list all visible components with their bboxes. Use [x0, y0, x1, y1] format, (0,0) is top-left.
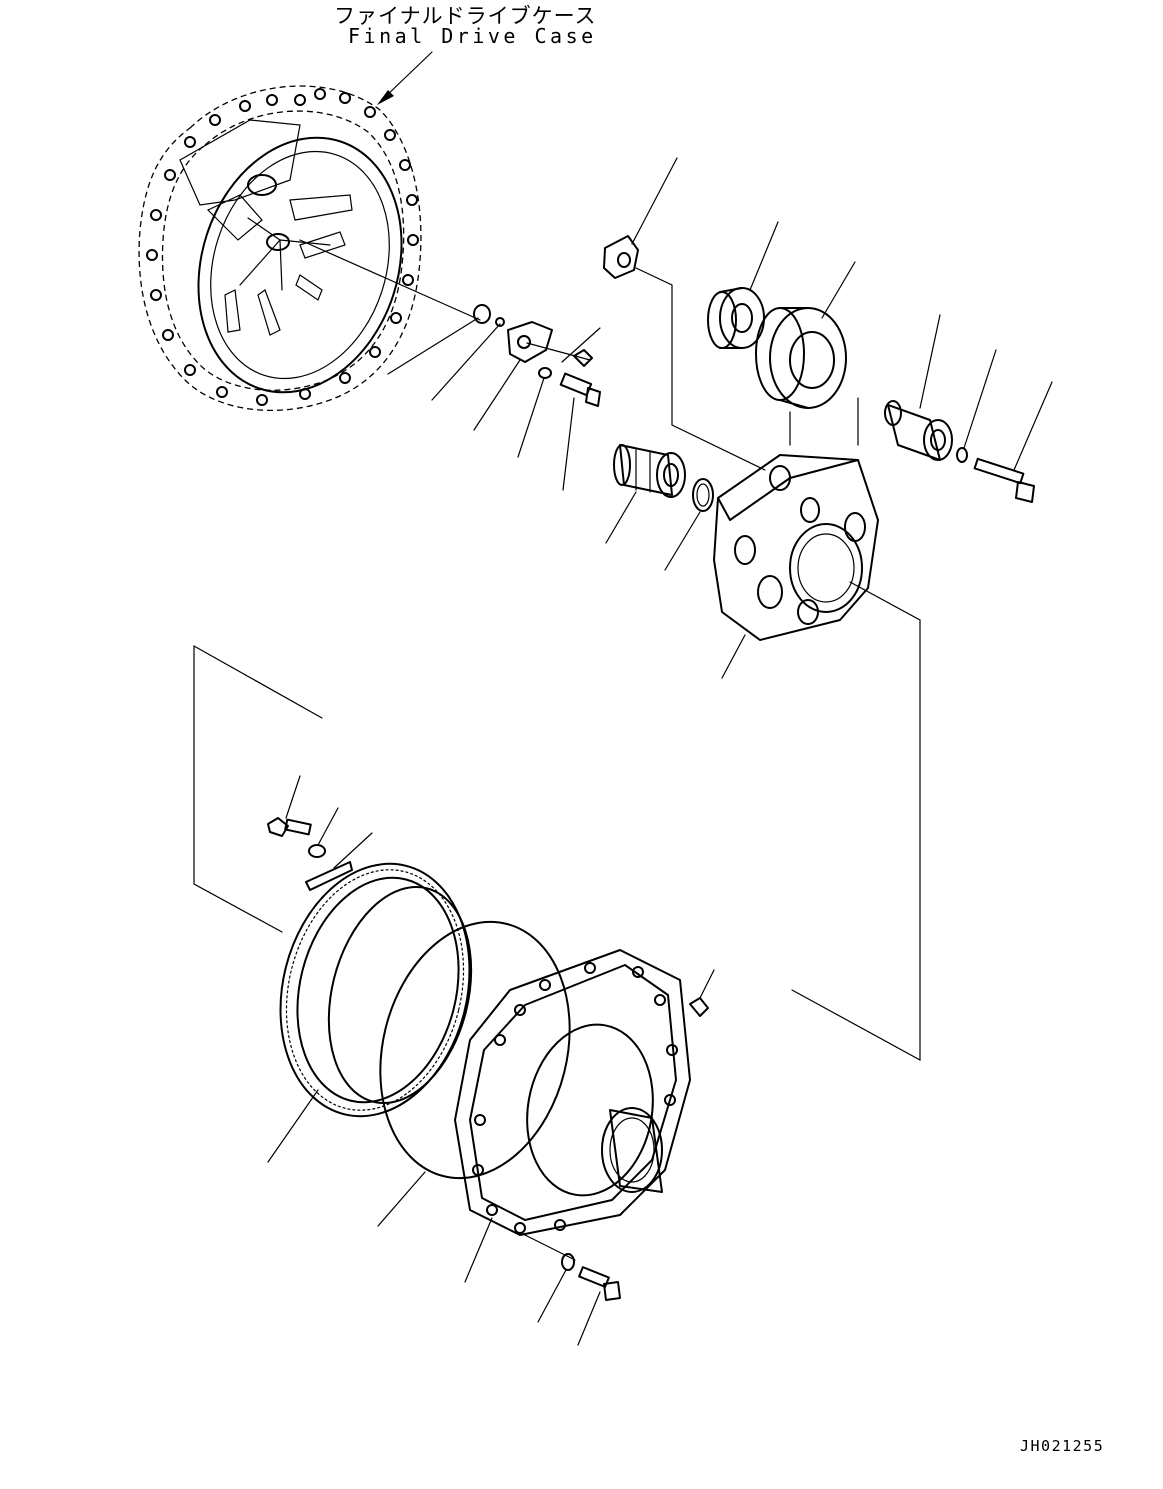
thrust-washer: [603, 157, 766, 471]
case-label-japanese: ファイナルドライブケース: [334, 4, 597, 28]
bearing-cup: [755, 261, 856, 409]
bearing-cone: [707, 221, 779, 349]
leader-bracket-left: [193, 644, 323, 933]
small-parts-group: [387, 304, 601, 491]
snap-ring: [664, 478, 714, 571]
hub-bolts: [537, 969, 715, 1346]
final-drive-case: [138, 85, 481, 411]
o-ring: [377, 920, 571, 1227]
bushing: [884, 314, 953, 461]
needle-bearing: [605, 444, 686, 544]
ring-gear-bolts: [267, 775, 373, 891]
ring-gear: [267, 862, 473, 1163]
right-washer-bolt: [956, 349, 1053, 503]
sprocket-hub: [454, 949, 691, 1283]
case-label-english: Final Drive Case: [348, 24, 597, 48]
drawing-id: JH021255: [1020, 1437, 1105, 1455]
case-pointer-arrow: [377, 51, 433, 105]
planet-carrier: [713, 397, 921, 1062]
